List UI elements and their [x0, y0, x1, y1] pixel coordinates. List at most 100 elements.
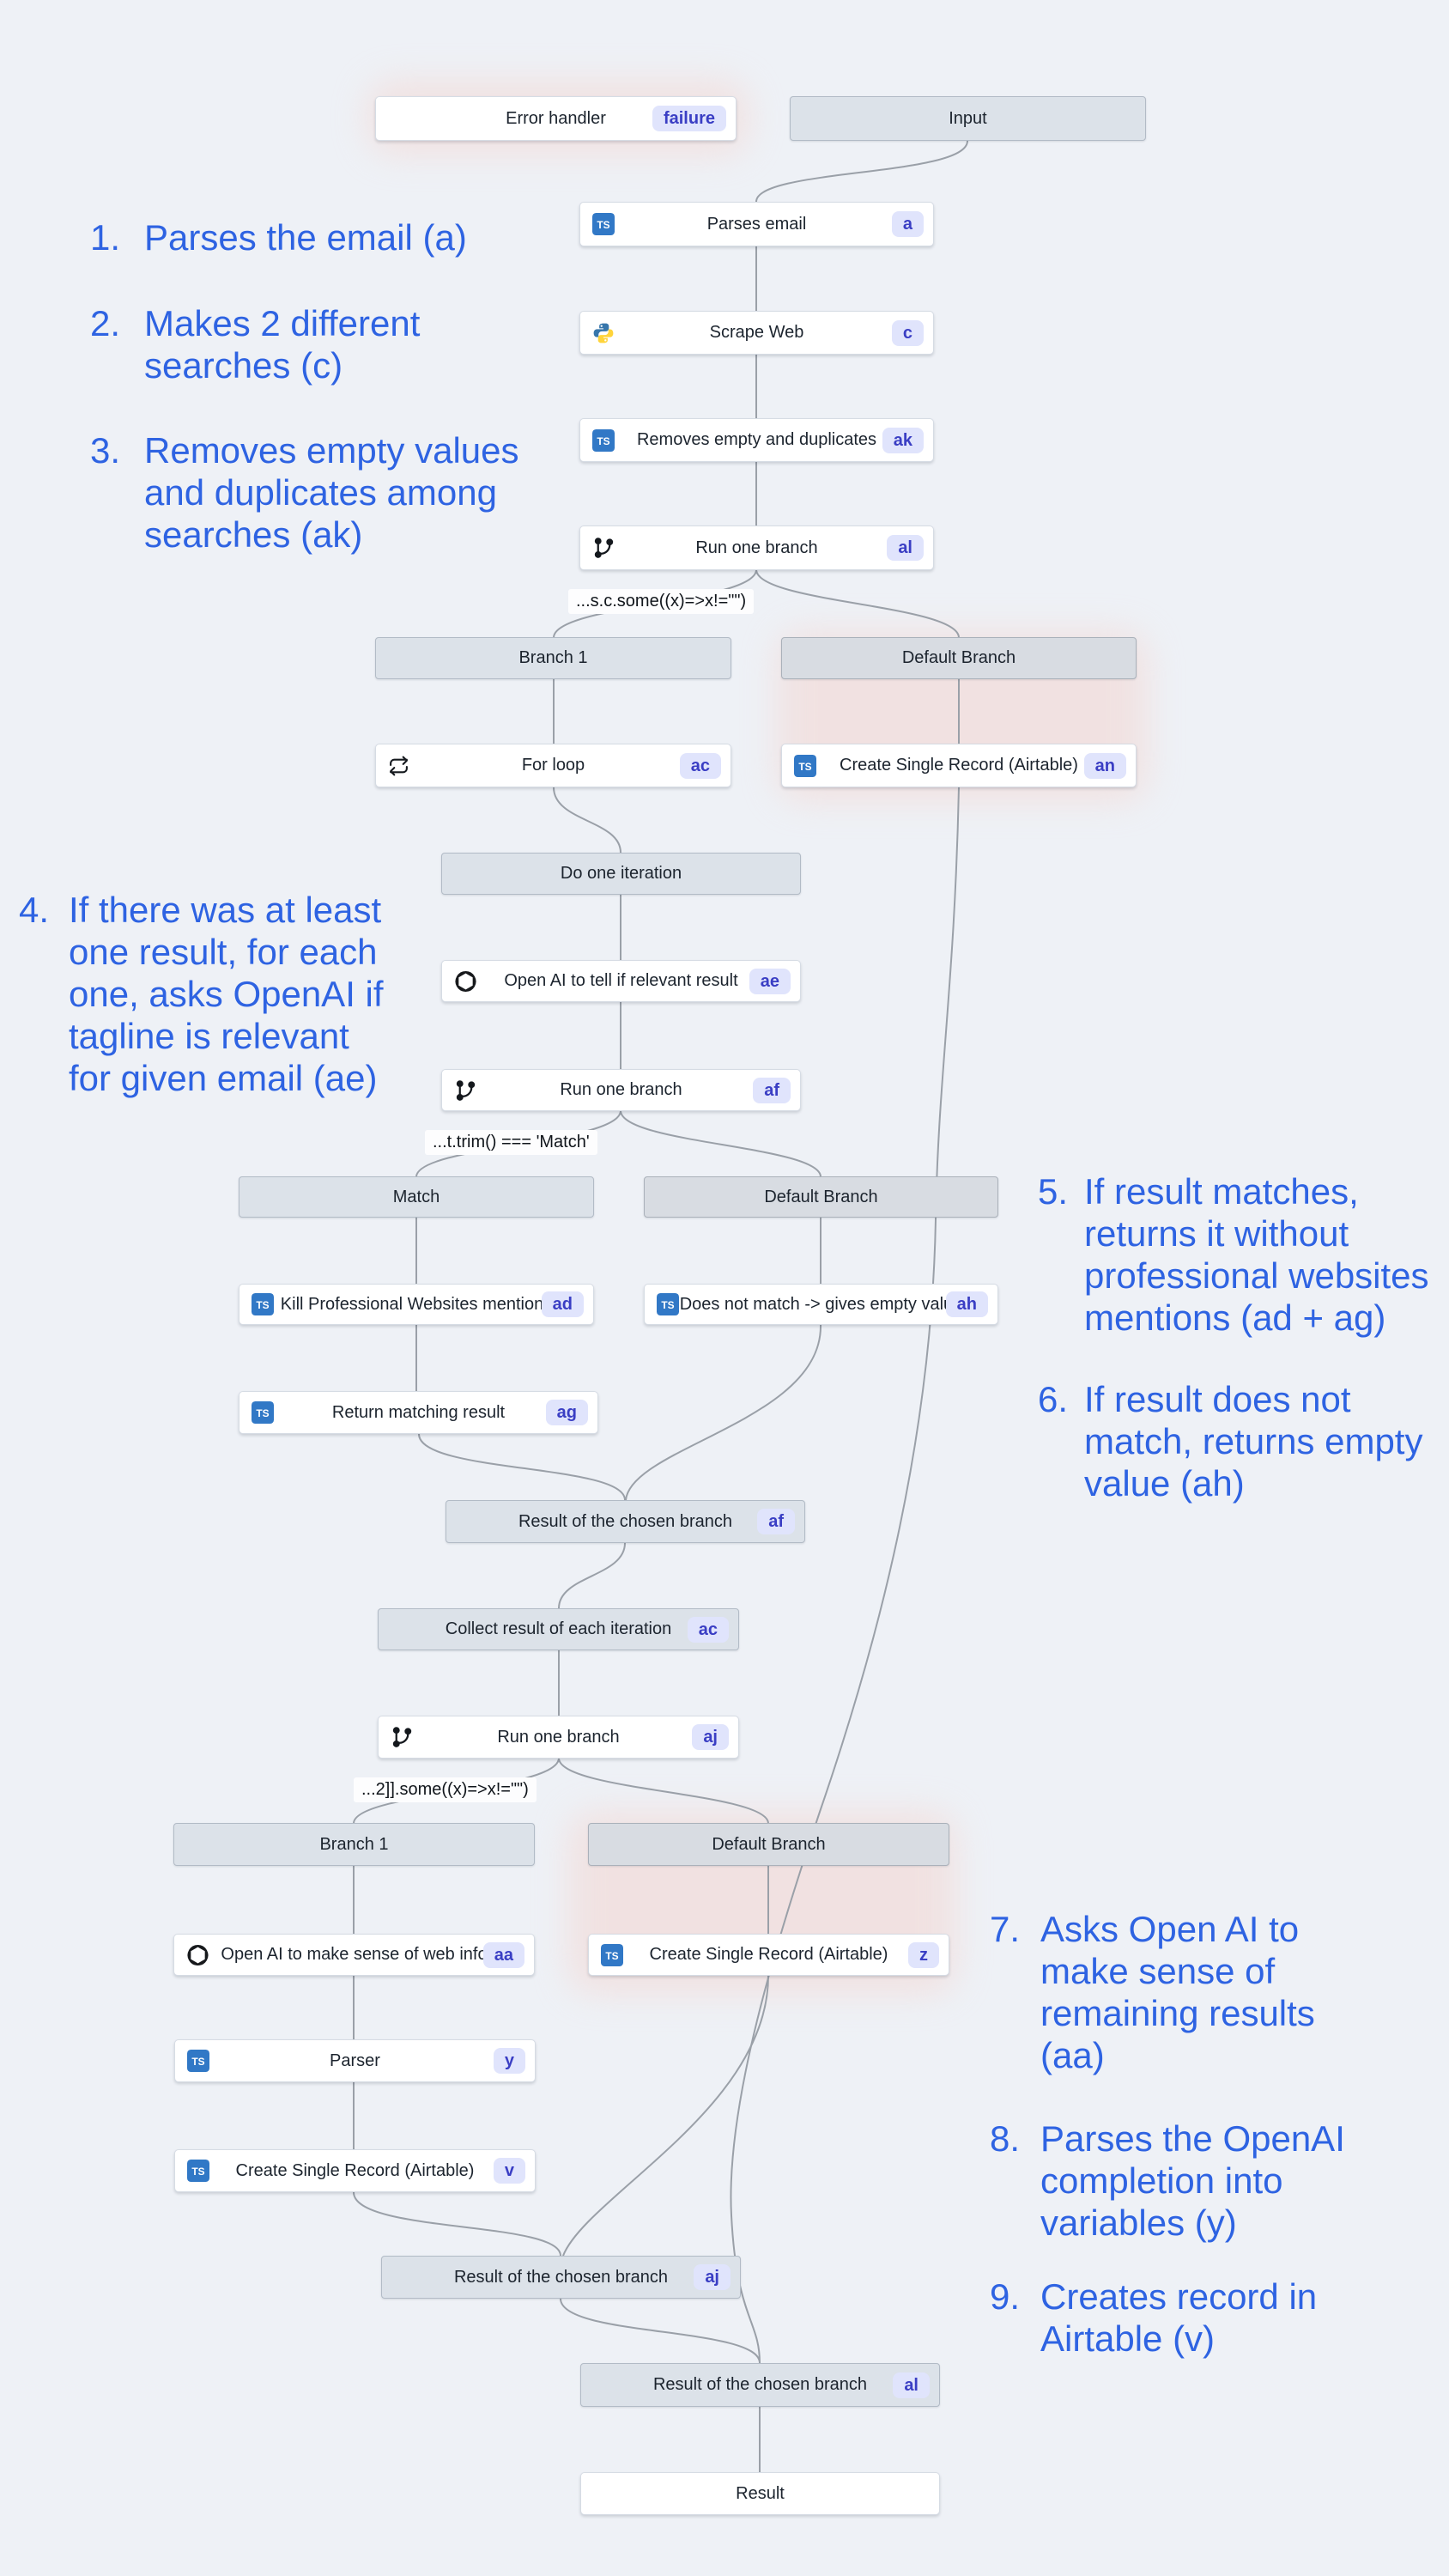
- node-badge: ae: [749, 968, 791, 994]
- node-badge: y: [493, 2048, 525, 2074]
- node-kill-professional-websites[interactable]: Kill Professional Websites mentions ad: [239, 1284, 594, 1325]
- annotation-number: 7.: [990, 1909, 1021, 1949]
- annotation-text: Creates record in Airtable (v): [1040, 2276, 1318, 2359]
- node-default-branch[interactable]: Default Branch: [588, 1823, 949, 1866]
- node-badge: ac: [679, 752, 721, 779]
- node-scrape-web[interactable]: Scrape Web c: [579, 311, 934, 355]
- node-run-one-branch-af[interactable]: Run one branch af: [441, 1069, 801, 1111]
- node-badge: z: [908, 1941, 939, 1968]
- node-badge: an: [1083, 752, 1126, 779]
- node-collect-result-iteration[interactable]: Collect result of each iteration ac: [378, 1608, 739, 1650]
- node-label: Input: [949, 108, 987, 128]
- node-badge: ah: [945, 1291, 988, 1317]
- annotation-1: 1. Parses the email (a): [90, 216, 467, 258]
- node-label: Result of the chosen branch: [453, 2267, 669, 2287]
- annotation-5: 5. If result matches, returns it without…: [1038, 1170, 1429, 1339]
- node-label: Default Branch: [712, 1834, 826, 1854]
- failure-badge: failure: [652, 106, 726, 131]
- node-label: Result of the chosen branch: [518, 1511, 733, 1531]
- annotation-number: 4.: [19, 890, 50, 930]
- node-run-one-branch-al[interactable]: Run one branch al: [579, 526, 934, 570]
- node-badge: aj: [694, 2264, 731, 2290]
- annotation-text: Parses the email (a): [144, 217, 467, 258]
- node-parses-email[interactable]: Parses email a: [579, 202, 934, 246]
- node-openai-relevant-result[interactable]: Open AI to tell if relevant result ae: [441, 960, 801, 1002]
- node-label: Branch 1: [319, 1834, 389, 1854]
- node-label: Run one branch: [497, 1727, 620, 1747]
- node-for-loop[interactable]: For loop ac: [375, 744, 731, 787]
- node-parser[interactable]: Parser y: [174, 2039, 536, 2082]
- node-badge: aa: [482, 1941, 524, 1968]
- node-result-chosen-branch-aj[interactable]: Result of the chosen branch aj: [381, 2256, 741, 2299]
- annotation-number: 9.: [990, 2276, 1021, 2317]
- annotation-number: 2.: [90, 303, 121, 343]
- node-label: Default Branch: [901, 648, 1016, 667]
- annotation-number: 1.: [90, 217, 121, 258]
- node-does-not-match[interactable]: Does not match -> gives empty value ah: [644, 1284, 998, 1325]
- node-label: Run one branch: [695, 538, 818, 557]
- node-badge: af: [753, 1077, 791, 1103]
- annotation-text: If result does not match, returns empty …: [1084, 1379, 1423, 1504]
- node-badge: ag: [545, 1400, 588, 1425]
- node-badge: v: [493, 2158, 525, 2184]
- annotation-number: 5.: [1038, 1171, 1069, 1212]
- annotation-text: If there was at least one result, for ea…: [69, 890, 384, 1098]
- node-run-one-branch-aj[interactable]: Run one branch aj: [378, 1716, 739, 1759]
- node-badge: ac: [687, 1616, 729, 1643]
- node-create-single-record-z[interactable]: Create Single Record (Airtable) z: [588, 1934, 949, 1976]
- node-label: Scrape Web: [709, 323, 804, 342]
- node-result[interactable]: Result: [580, 2472, 940, 2515]
- node-badge: ad: [541, 1291, 584, 1317]
- annotation-8: 8. Parses the OpenAI completion into var…: [990, 2117, 1345, 2244]
- annotation-number: 6.: [1038, 1379, 1069, 1419]
- annotation-text: Removes empty values and duplicates amon…: [144, 430, 519, 555]
- annotation-3: 3. Removes empty values and duplicates a…: [90, 429, 519, 556]
- node-label: Create Single Record (Airtable): [235, 2160, 475, 2180]
- annotation-text: If result matches, returns it without pr…: [1084, 1171, 1429, 1338]
- annotation-text: Asks Open AI to make sense of remaining …: [1040, 1909, 1315, 2075]
- node-result-chosen-branch-af[interactable]: Result of the chosen branch af: [446, 1500, 805, 1543]
- node-badge: ak: [882, 427, 924, 453]
- node-branch-1[interactable]: Branch 1: [375, 637, 731, 679]
- node-default-branch[interactable]: Default Branch: [781, 637, 1137, 679]
- node-return-matching-result[interactable]: Return matching result ag: [239, 1391, 598, 1434]
- node-label: Match: [392, 1187, 440, 1206]
- node-badge: aj: [692, 1724, 729, 1750]
- node-label: Result: [736, 2483, 785, 2503]
- node-label: Result of the chosen branch: [652, 2375, 868, 2394]
- annotation-text: Makes 2 different searches (c): [144, 303, 421, 386]
- node-label: For loop: [521, 756, 585, 775]
- node-badge: a: [891, 211, 924, 237]
- node-default-branch[interactable]: Default Branch: [644, 1176, 998, 1218]
- annotation-number: 3.: [90, 430, 121, 471]
- node-label: Kill Professional Websites mentions: [280, 1294, 553, 1314]
- node-label: Parses email: [706, 214, 807, 234]
- node-label: Return matching result: [331, 1402, 506, 1422]
- node-label: Open AI to tell if relevant result: [504, 971, 738, 990]
- node-label: Parser: [330, 2050, 380, 2070]
- condition-label: ...t.trim() === 'Match': [425, 1130, 597, 1155]
- node-label: Removes empty and duplicates: [636, 430, 877, 449]
- annotation-7: 7. Asks Open AI to make sense of remaini…: [990, 1908, 1315, 2076]
- node-branch-1[interactable]: Branch 1: [173, 1823, 535, 1866]
- node-input[interactable]: Input: [790, 96, 1146, 141]
- node-badge: al: [893, 2372, 930, 2398]
- node-label: Collect result of each iteration: [445, 1619, 672, 1638]
- node-result-chosen-branch-al[interactable]: Result of the chosen branch al: [580, 2363, 940, 2407]
- condition-label: ...2]].some((x)=>x!=""): [354, 1777, 537, 1802]
- node-create-single-record-v[interactable]: Create Single Record (Airtable) v: [174, 2149, 536, 2192]
- node-badge: c: [891, 319, 924, 346]
- node-error-handler[interactable]: Error handler failure: [375, 96, 737, 141]
- condition-label: ...s.c.some((x)=>x!=""): [568, 589, 755, 614]
- node-match[interactable]: Match: [239, 1176, 594, 1218]
- node-removes-empty-duplicates[interactable]: Removes empty and duplicates ak: [579, 418, 934, 462]
- annotation-9: 9. Creates record in Airtable (v): [990, 2275, 1317, 2360]
- node-label: Create Single Record (Airtable): [840, 756, 1078, 775]
- node-label: Branch 1: [518, 648, 588, 667]
- node-openai-make-sense[interactable]: Open AI to make sense of web info aa: [173, 1934, 535, 1976]
- node-label: Error handler: [506, 108, 606, 128]
- annotation-6: 6. If result does not match, returns emp…: [1038, 1378, 1422, 1504]
- node-do-one-iteration[interactable]: Do one iteration: [441, 853, 801, 895]
- node-create-single-record-an[interactable]: Create Single Record (Airtable) an: [781, 744, 1137, 787]
